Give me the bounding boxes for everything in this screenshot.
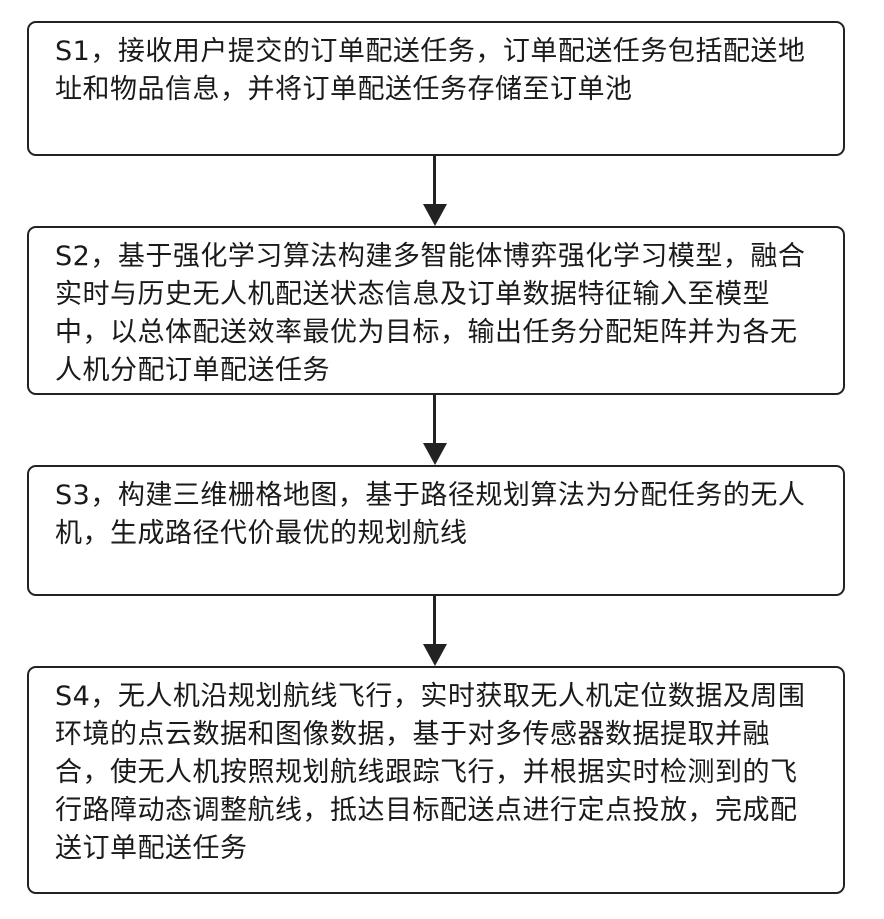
- arrow-s1-to-s2: [423, 156, 447, 226]
- step-text-s2: S2，基于强化学习算法构建多智能体博弈强化学习模型，融合实时与历史无人机配送状态…: [55, 238, 821, 390]
- step-text-s3: S3，构建三维栅格地图，基于路径规划算法为分配任务的无人机，生成路径代价最优的规…: [55, 477, 821, 553]
- arrow-s2-to-s3: [423, 395, 447, 465]
- arrow-down-icon: [423, 204, 447, 226]
- step-text-s1: S1，接收用户提交的订单配送任务，订单配送任务包括配送地址和物品信息，并将订单配…: [55, 33, 821, 109]
- step-box-s4: S4，无人机沿规划航线飞行，实时获取无人机定位数据及周围环境的点云数据和图像数据…: [27, 666, 845, 894]
- step-box-s3: S3，构建三维栅格地图，基于路径规划算法为分配任务的无人机，生成路径代价最优的规…: [27, 465, 845, 596]
- step-text-s4: S4，无人机沿规划航线飞行，实时获取无人机定位数据及周围环境的点云数据和图像数据…: [55, 678, 821, 868]
- arrow-line: [433, 596, 436, 644]
- arrow-line: [433, 395, 436, 443]
- arrow-line: [433, 156, 436, 204]
- arrow-down-icon: [423, 443, 447, 465]
- step-box-s1: S1，接收用户提交的订单配送任务，订单配送任务包括配送地址和物品信息，并将订单配…: [27, 21, 845, 156]
- arrow-down-icon: [423, 644, 447, 666]
- step-box-s2: S2，基于强化学习算法构建多智能体博弈强化学习模型，融合实时与历史无人机配送状态…: [27, 226, 845, 395]
- arrow-s3-to-s4: [423, 596, 447, 666]
